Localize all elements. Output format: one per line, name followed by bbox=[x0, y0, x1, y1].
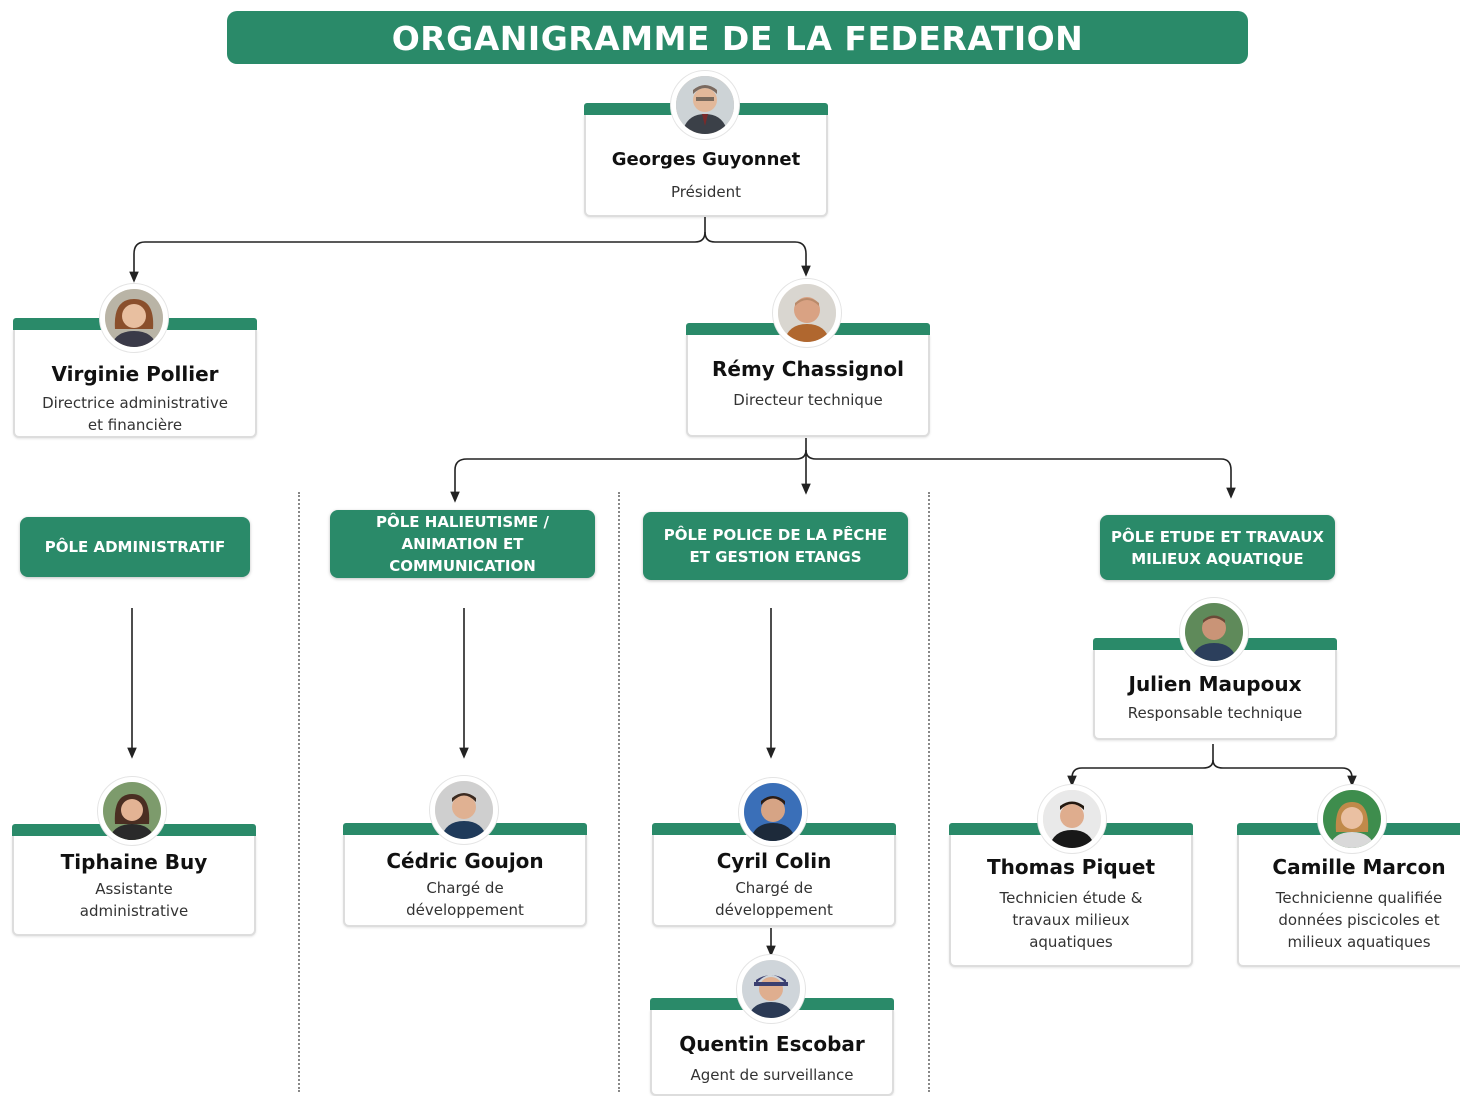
person-name: Rémy Chassignol bbox=[711, 357, 905, 381]
column-separator bbox=[928, 492, 930, 1092]
card-tech-director: Rémy Chassignol Directeur technique bbox=[686, 323, 930, 437]
avatar-surveillance-agent bbox=[737, 955, 805, 1023]
person-role: Technicienne qualifiée données piscicole… bbox=[1275, 889, 1443, 951]
person-name: Georges Guyonnet bbox=[611, 149, 801, 170]
card-tech-lead: Julien Maupoux Responsable technique bbox=[1093, 638, 1337, 740]
page-title: ORGANIGRAMME DE LA FEDERATION bbox=[227, 11, 1248, 64]
card-dev-halieutisme: Cédric Goujon Chargé de développement bbox=[343, 823, 587, 927]
link-president-directors bbox=[129, 216, 706, 283]
person-role: Assistante administrative bbox=[79, 880, 189, 920]
link-tech-director-poles bbox=[450, 438, 807, 503]
avatar-tech-director bbox=[773, 279, 841, 347]
person-role: Directeur technique bbox=[733, 391, 883, 409]
avatar-technician bbox=[1038, 785, 1106, 853]
avatar-tech-lead bbox=[1180, 598, 1248, 666]
column-separator bbox=[618, 492, 620, 1092]
card-admin-director: Virginie Pollier Directrice administrati… bbox=[13, 318, 257, 438]
pole-halieutisme: PÔLE HALIEUTISME / ANIMATION ET COMMUNIC… bbox=[330, 510, 595, 578]
pole-etudes: PÔLE ETUDE ET TRAVAUX MILIEUX AQUATIQUE bbox=[1100, 515, 1335, 580]
person-role: Directrice administrative et financière bbox=[42, 394, 228, 434]
avatar-dev-police bbox=[739, 778, 807, 846]
person-name: Thomas Piquet bbox=[986, 855, 1156, 879]
card-qualified-technician: Camille Marcon Technicienne qualifiée do… bbox=[1237, 823, 1460, 967]
card-surveillance-agent: Quentin Escobar Agent de surveillance bbox=[650, 998, 894, 1096]
avatar-president bbox=[671, 71, 739, 139]
person-name: Cédric Goujon bbox=[386, 849, 544, 873]
link-techlead-technicians bbox=[1067, 744, 1214, 787]
card-admin-assistant: Tiphaine Buy Assistante administrative bbox=[12, 824, 256, 936]
person-name: Cyril Colin bbox=[716, 849, 832, 873]
person-role: Technicien étude & travaux milieux aquat… bbox=[999, 889, 1143, 951]
avatar-admin-director bbox=[100, 284, 168, 352]
person-name: Virginie Pollier bbox=[51, 362, 219, 386]
person-role: Chargé de développement bbox=[715, 879, 833, 919]
person-role: Chargé de développement bbox=[406, 879, 524, 919]
pole-administratif: PÔLE ADMINISTRATIF bbox=[20, 517, 250, 577]
person-role: Responsable technique bbox=[1127, 704, 1303, 722]
person-name: Camille Marcon bbox=[1272, 855, 1446, 879]
card-dev-police: Cyril Colin Chargé de développement bbox=[652, 823, 896, 927]
person-name: Quentin Escobar bbox=[679, 1032, 865, 1056]
person-role: Agent de surveillance bbox=[690, 1066, 854, 1084]
avatar-qualified-technician bbox=[1318, 785, 1386, 853]
person-name: Julien Maupoux bbox=[1128, 672, 1302, 696]
person-name: Tiphaine Buy bbox=[60, 850, 208, 874]
person-role: Président bbox=[671, 183, 741, 201]
pole-police: PÔLE POLICE DE LA PÊCHE ET GESTION ETANG… bbox=[643, 512, 908, 580]
avatar-dev-halieutisme bbox=[430, 776, 498, 844]
card-technician: Thomas Piquet Technicien étude & travaux… bbox=[949, 823, 1193, 967]
avatar-admin-assistant bbox=[98, 777, 166, 845]
column-separator bbox=[298, 492, 300, 1092]
